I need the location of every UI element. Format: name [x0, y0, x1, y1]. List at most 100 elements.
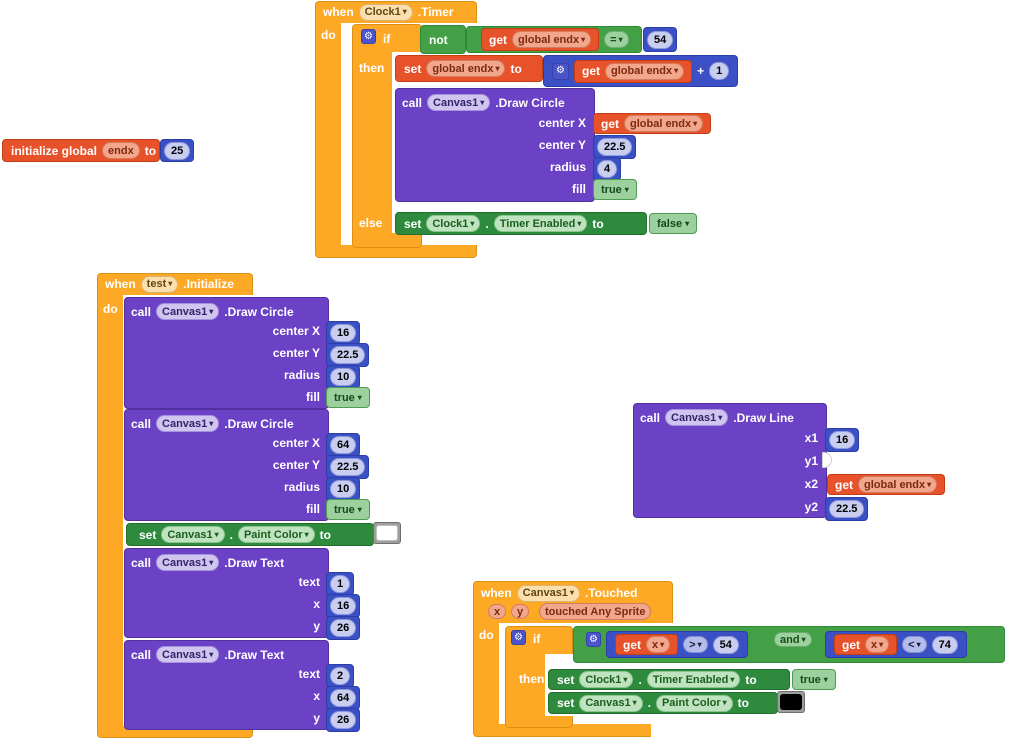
get-variable-block[interactable]: get x▾: [834, 634, 898, 655]
number-block[interactable]: 54: [643, 27, 678, 52]
operator-dropdown[interactable]: <▾: [902, 636, 927, 653]
number-block[interactable]: 10: [326, 477, 361, 501]
gear-icon[interactable]: ⚙: [586, 632, 601, 647]
block-when-test-initialize[interactable]: when test▾ .Initialize do call Canvas1▾ …: [97, 273, 402, 738]
component-dropdown[interactable]: Canvas1▾: [156, 415, 220, 432]
set-timer-enabled-block[interactable]: set Clock1▾ . Timer Enabled▾ to: [548, 669, 790, 690]
number-block[interactable]: 26: [326, 616, 361, 640]
gear-icon[interactable]: ⚙: [511, 630, 526, 645]
event-header[interactable]: when test▾ .Initialize: [97, 273, 242, 295]
component-dropdown[interactable]: test▾: [140, 275, 179, 293]
number-field[interactable]: 16: [330, 597, 357, 615]
call-draw-text-block[interactable]: call Canvas1▾ .Draw Text text x y 2 64 2…: [124, 640, 361, 732]
component-dropdown[interactable]: Canvas1▾: [516, 584, 580, 602]
init-variable-block[interactable]: initialize global endx to: [2, 139, 160, 162]
gear-icon[interactable]: ⚙: [552, 62, 569, 80]
empty-socket[interactable]: [822, 452, 832, 468]
number-field[interactable]: 22.5: [597, 138, 633, 156]
property-dropdown[interactable]: Paint Color▾: [237, 526, 315, 543]
event-header[interactable]: when Canvas1▾ .Touched: [473, 583, 645, 603]
color-swatch-black[interactable]: [777, 691, 805, 713]
component-dropdown[interactable]: Canvas1▾: [156, 303, 220, 320]
boolean-true-block[interactable]: true▾: [326, 499, 370, 520]
variable-dropdown[interactable]: global endx▾: [858, 476, 938, 493]
boolean-true-block[interactable]: true▾: [326, 387, 370, 408]
call-draw-circle-block[interactable]: call Canvas1▾ .Draw Circle center X cent…: [395, 88, 712, 202]
number-block[interactable]: 2: [326, 664, 355, 688]
number-field[interactable]: 22.5: [330, 458, 366, 476]
number-field[interactable]: 26: [330, 711, 357, 729]
get-variable-block[interactable]: get global endx▾: [481, 28, 600, 51]
property-dropdown[interactable]: Timer Enabled▾: [493, 215, 588, 232]
component-dropdown[interactable]: Clock1▾: [358, 3, 413, 21]
block-call-draw-line[interactable]: call Canvas1▾ .Draw Line x1 y1 x2 y2 16 …: [633, 403, 963, 521]
call-draw-circle-block[interactable]: call Canvas1▾ .Draw Circle center X cent…: [124, 409, 370, 521]
component-dropdown[interactable]: Canvas1▾: [156, 646, 220, 663]
number-field[interactable]: 26: [330, 619, 357, 637]
event-param-touched-any-sprite[interactable]: touched Any Sprite: [539, 603, 652, 620]
operator-dropdown[interactable]: =▾: [604, 31, 629, 48]
set-paint-color-block[interactable]: set Canvas1▾ . Paint Color▾ to: [126, 523, 374, 546]
get-variable-block[interactable]: get x▾: [615, 634, 679, 655]
property-dropdown[interactable]: Paint Color▾: [655, 694, 733, 712]
logic-not-block[interactable]: not: [420, 25, 466, 54]
number-field[interactable]: 22.5: [330, 346, 366, 364]
block-when-canvas1-touched[interactable]: when Canvas1▾ .Touched x y touched Any S…: [473, 581, 1018, 738]
number-block[interactable]: 64: [326, 686, 361, 710]
boolean-false-block[interactable]: false▾: [649, 213, 698, 234]
number-field[interactable]: 22.5: [829, 500, 865, 518]
get-variable-block[interactable]: get global endx▾: [574, 59, 693, 83]
comparison-block[interactable]: get x▾ <▾ 74: [825, 631, 967, 658]
component-dropdown[interactable]: Canvas1▾: [427, 94, 491, 111]
number-field[interactable]: 16: [330, 324, 357, 342]
number-block[interactable]: 22.5: [825, 497, 869, 521]
number-field[interactable]: 10: [330, 368, 357, 386]
math-add-block[interactable]: ⚙ get global endx▾ + 1: [543, 55, 739, 87]
component-dropdown[interactable]: Canvas1▾: [161, 526, 225, 543]
event-header[interactable]: when Clock1▾ .Timer: [315, 1, 462, 23]
set-timer-enabled-block[interactable]: set Clock1▾ . Timer Enabled▾ to: [395, 212, 647, 235]
component-dropdown[interactable]: Clock1▾: [426, 215, 481, 232]
number-field[interactable]: 1: [330, 575, 351, 593]
number-block[interactable]: 16: [326, 321, 361, 345]
variable-dropdown[interactable]: x▾: [646, 636, 671, 653]
gear-icon[interactable]: ⚙: [361, 29, 376, 44]
call-draw-line-block[interactable]: call Canvas1▾ .Draw Line x1 y1 x2 y2 16 …: [633, 403, 946, 521]
number-field[interactable]: 25: [164, 141, 191, 160]
component-dropdown[interactable]: Canvas1▾: [579, 694, 643, 712]
number-field[interactable]: 64: [330, 436, 357, 454]
boolean-true-block[interactable]: true▾: [792, 669, 836, 690]
number-field[interactable]: 2: [330, 667, 351, 685]
get-variable-block[interactable]: get global endx▾: [827, 474, 946, 495]
number-field[interactable]: 64: [330, 689, 357, 707]
and-operator-dropdown[interactable]: and▾: [774, 632, 812, 647]
number-block[interactable]: 25: [160, 139, 195, 162]
number-field[interactable]: 10: [330, 480, 357, 498]
number-field[interactable]: 74: [931, 635, 958, 654]
number-field[interactable]: 54: [712, 635, 739, 654]
event-param-x[interactable]: x: [488, 604, 507, 619]
property-dropdown[interactable]: Timer Enabled▾: [646, 671, 741, 688]
number-field[interactable]: 54: [647, 30, 674, 49]
variable-dropdown[interactable]: global endx▾: [605, 62, 685, 80]
number-field[interactable]: 16: [829, 431, 856, 449]
comparison-block[interactable]: get x▾ >▾ 54: [606, 631, 748, 658]
number-block[interactable]: 10: [326, 365, 361, 389]
number-block[interactable]: 4: [593, 157, 622, 181]
logic-equals-block[interactable]: get global endx▾ =▾: [466, 26, 642, 53]
set-variable-block[interactable]: set global endx▾ to: [395, 55, 543, 82]
component-dropdown[interactable]: Clock1▾: [579, 671, 634, 688]
number-block[interactable]: 16: [326, 594, 361, 618]
number-field[interactable]: 4: [597, 160, 618, 178]
get-variable-block[interactable]: get global endx▾: [593, 113, 712, 134]
number-block[interactable]: 64: [326, 433, 361, 457]
variable-dropdown[interactable]: global endx▾: [512, 31, 592, 48]
variable-dropdown[interactable]: x▾: [865, 636, 890, 653]
number-block[interactable]: 22.5: [326, 343, 370, 367]
event-param-y[interactable]: y: [511, 604, 530, 619]
number-block[interactable]: 22.5: [593, 135, 637, 159]
block-init-global-endx[interactable]: initialize global endx to 25: [2, 139, 202, 163]
block-when-clock1-timer[interactable]: when Clock1▾ .Timer do ⚙ if then else no…: [315, 0, 780, 260]
variable-dropdown[interactable]: global endx▾: [624, 115, 704, 132]
